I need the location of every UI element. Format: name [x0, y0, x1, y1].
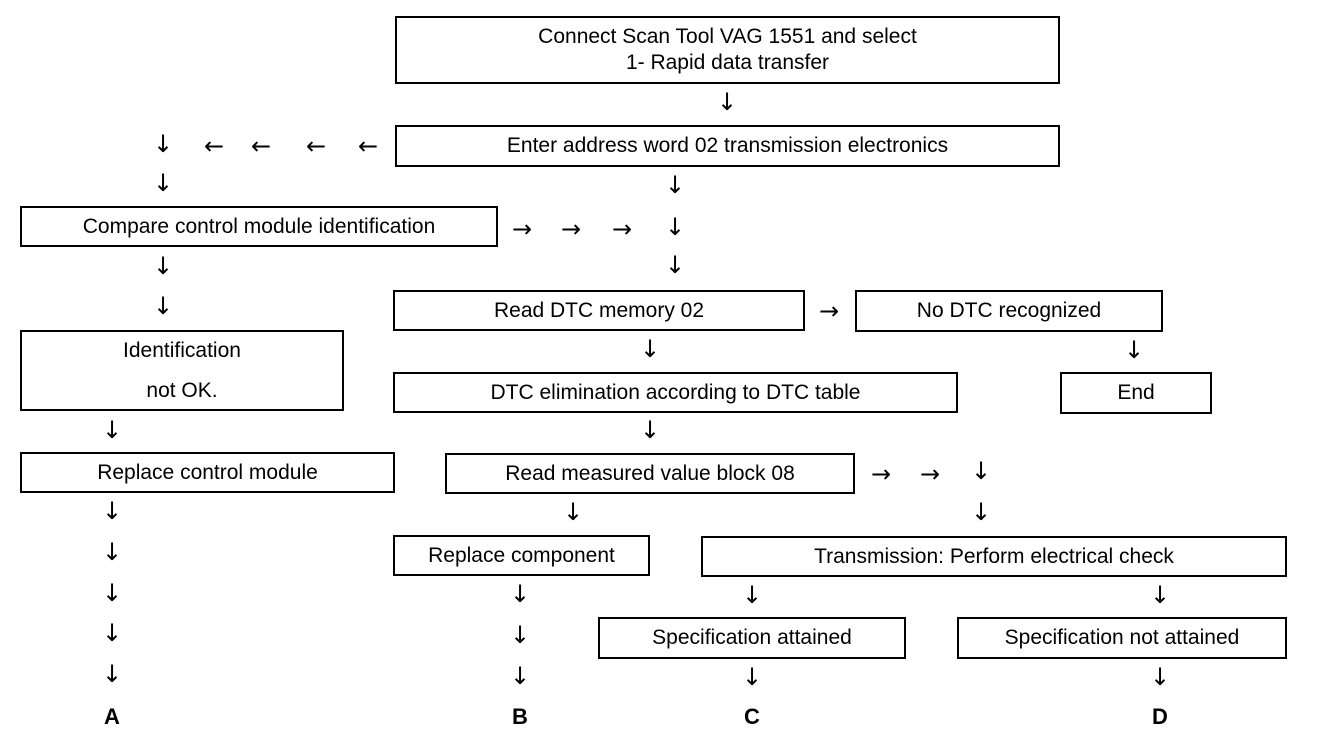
arrow-down-icon: ↓: [562, 498, 584, 526]
arrow-down-icon: ↓: [1149, 581, 1171, 609]
arrow-down-icon: ↓: [664, 213, 686, 241]
arrow-right-icon: →: [511, 215, 533, 243]
connect-scan-tool-box: Connect Scan Tool VAG 1551 and select 1-…: [395, 16, 1060, 84]
arrow-down-icon: ↓: [509, 580, 531, 608]
arrow-down-icon: ↓: [101, 660, 123, 688]
arrow-down-icon: ↓: [970, 457, 992, 485]
box-text-line: End: [1117, 381, 1155, 405]
arrow-down-icon: ↓: [639, 335, 661, 363]
arrow-down-icon: ↓: [509, 621, 531, 649]
read-dtc-memory-box: Read DTC memory 02: [393, 290, 805, 331]
dtc-elimination-box: DTC elimination according to DTC table: [393, 372, 958, 413]
box-text-line: No DTC recognized: [916, 299, 1102, 323]
arrow-down-icon: ↓: [741, 581, 763, 609]
arrow-down-icon: ↓: [101, 416, 123, 444]
arrow-down-icon: ↓: [741, 663, 763, 691]
arrow-down-icon: ↓: [716, 88, 738, 116]
no-dtc-recognized-box: No DTC recognized: [855, 290, 1163, 332]
arrow-down-icon: ↓: [152, 252, 174, 280]
outcome-label-d: D: [1152, 704, 1168, 729]
outcome-label-a: A: [104, 704, 120, 729]
arrow-down-icon: ↓: [101, 538, 123, 566]
specification-attained-box: Specification attained: [598, 617, 906, 659]
arrow-left-icon: ←: [357, 132, 379, 160]
box-text-line: Transmission: Perform electrical check: [814, 544, 1174, 568]
outcome-label-b: B: [512, 704, 528, 729]
arrow-down-icon: ↓: [639, 416, 661, 444]
arrow-right-icon: →: [611, 215, 633, 243]
arrow-down-icon: ↓: [152, 292, 174, 320]
box-text-line: Enter address word 02 transmission elect…: [506, 134, 949, 158]
arrow-down-icon: ↓: [509, 662, 531, 690]
arrow-down-icon: ↓: [152, 130, 174, 158]
arrow-down-icon: ↓: [970, 498, 992, 526]
box-text-line: Specification attained: [652, 626, 852, 650]
arrow-down-icon: ↓: [101, 619, 123, 647]
box-text-line: DTC elimination according to DTC table: [490, 380, 861, 404]
box-text-line: not OK.: [146, 378, 218, 402]
box-text-line: 1- Rapid data transfer: [625, 51, 830, 74]
arrow-down-icon: ↓: [664, 251, 686, 279]
box-text-line: Read DTC memory 02: [493, 298, 705, 322]
enter-address-word-box: Enter address word 02 transmission elect…: [395, 125, 1060, 167]
replace-control-module-box: Replace control module: [20, 452, 395, 493]
electrical-check-box: Transmission: Perform electrical check: [701, 536, 1287, 577]
outcome-label-c: C: [744, 704, 760, 729]
arrow-down-icon: ↓: [101, 497, 123, 525]
identification-not-ok-box: Identification not OK.: [20, 330, 344, 411]
arrow-right-icon: →: [870, 460, 892, 488]
arrow-down-icon: ↓: [152, 169, 174, 197]
arrow-down-icon: ↓: [664, 171, 686, 199]
arrow-left-icon: ←: [305, 132, 327, 160]
arrow-down-icon: ↓: [1149, 663, 1171, 691]
box-text-line: Compare control module identification: [82, 214, 436, 238]
arrow-left-icon: ←: [203, 132, 225, 160]
arrow-right-icon: →: [560, 215, 582, 243]
arrow-down-icon: ↓: [101, 579, 123, 607]
box-text-line: Replace component: [428, 543, 615, 567]
box-text-line: Specification not attained: [1004, 626, 1240, 650]
arrow-left-icon: ←: [250, 132, 272, 160]
compare-identification-box: Compare control module identification: [20, 206, 498, 247]
arrow-right-icon: →: [919, 460, 941, 488]
box-text-line: Identification: [123, 338, 241, 362]
read-measured-value-block-box: Read measured value block 08: [445, 453, 855, 494]
box-text-line: Connect Scan Tool VAG 1551 and select: [538, 25, 917, 49]
end-box: End: [1060, 372, 1212, 414]
arrow-down-icon: ↓: [1123, 336, 1145, 364]
box-text-line: Read measured value block 08: [505, 461, 795, 485]
specification-not-attained-box: Specification not attained: [957, 617, 1287, 659]
replace-component-box: Replace component: [393, 535, 650, 576]
box-text-line: Replace control module: [97, 460, 318, 484]
arrow-right-icon: →: [818, 297, 840, 325]
